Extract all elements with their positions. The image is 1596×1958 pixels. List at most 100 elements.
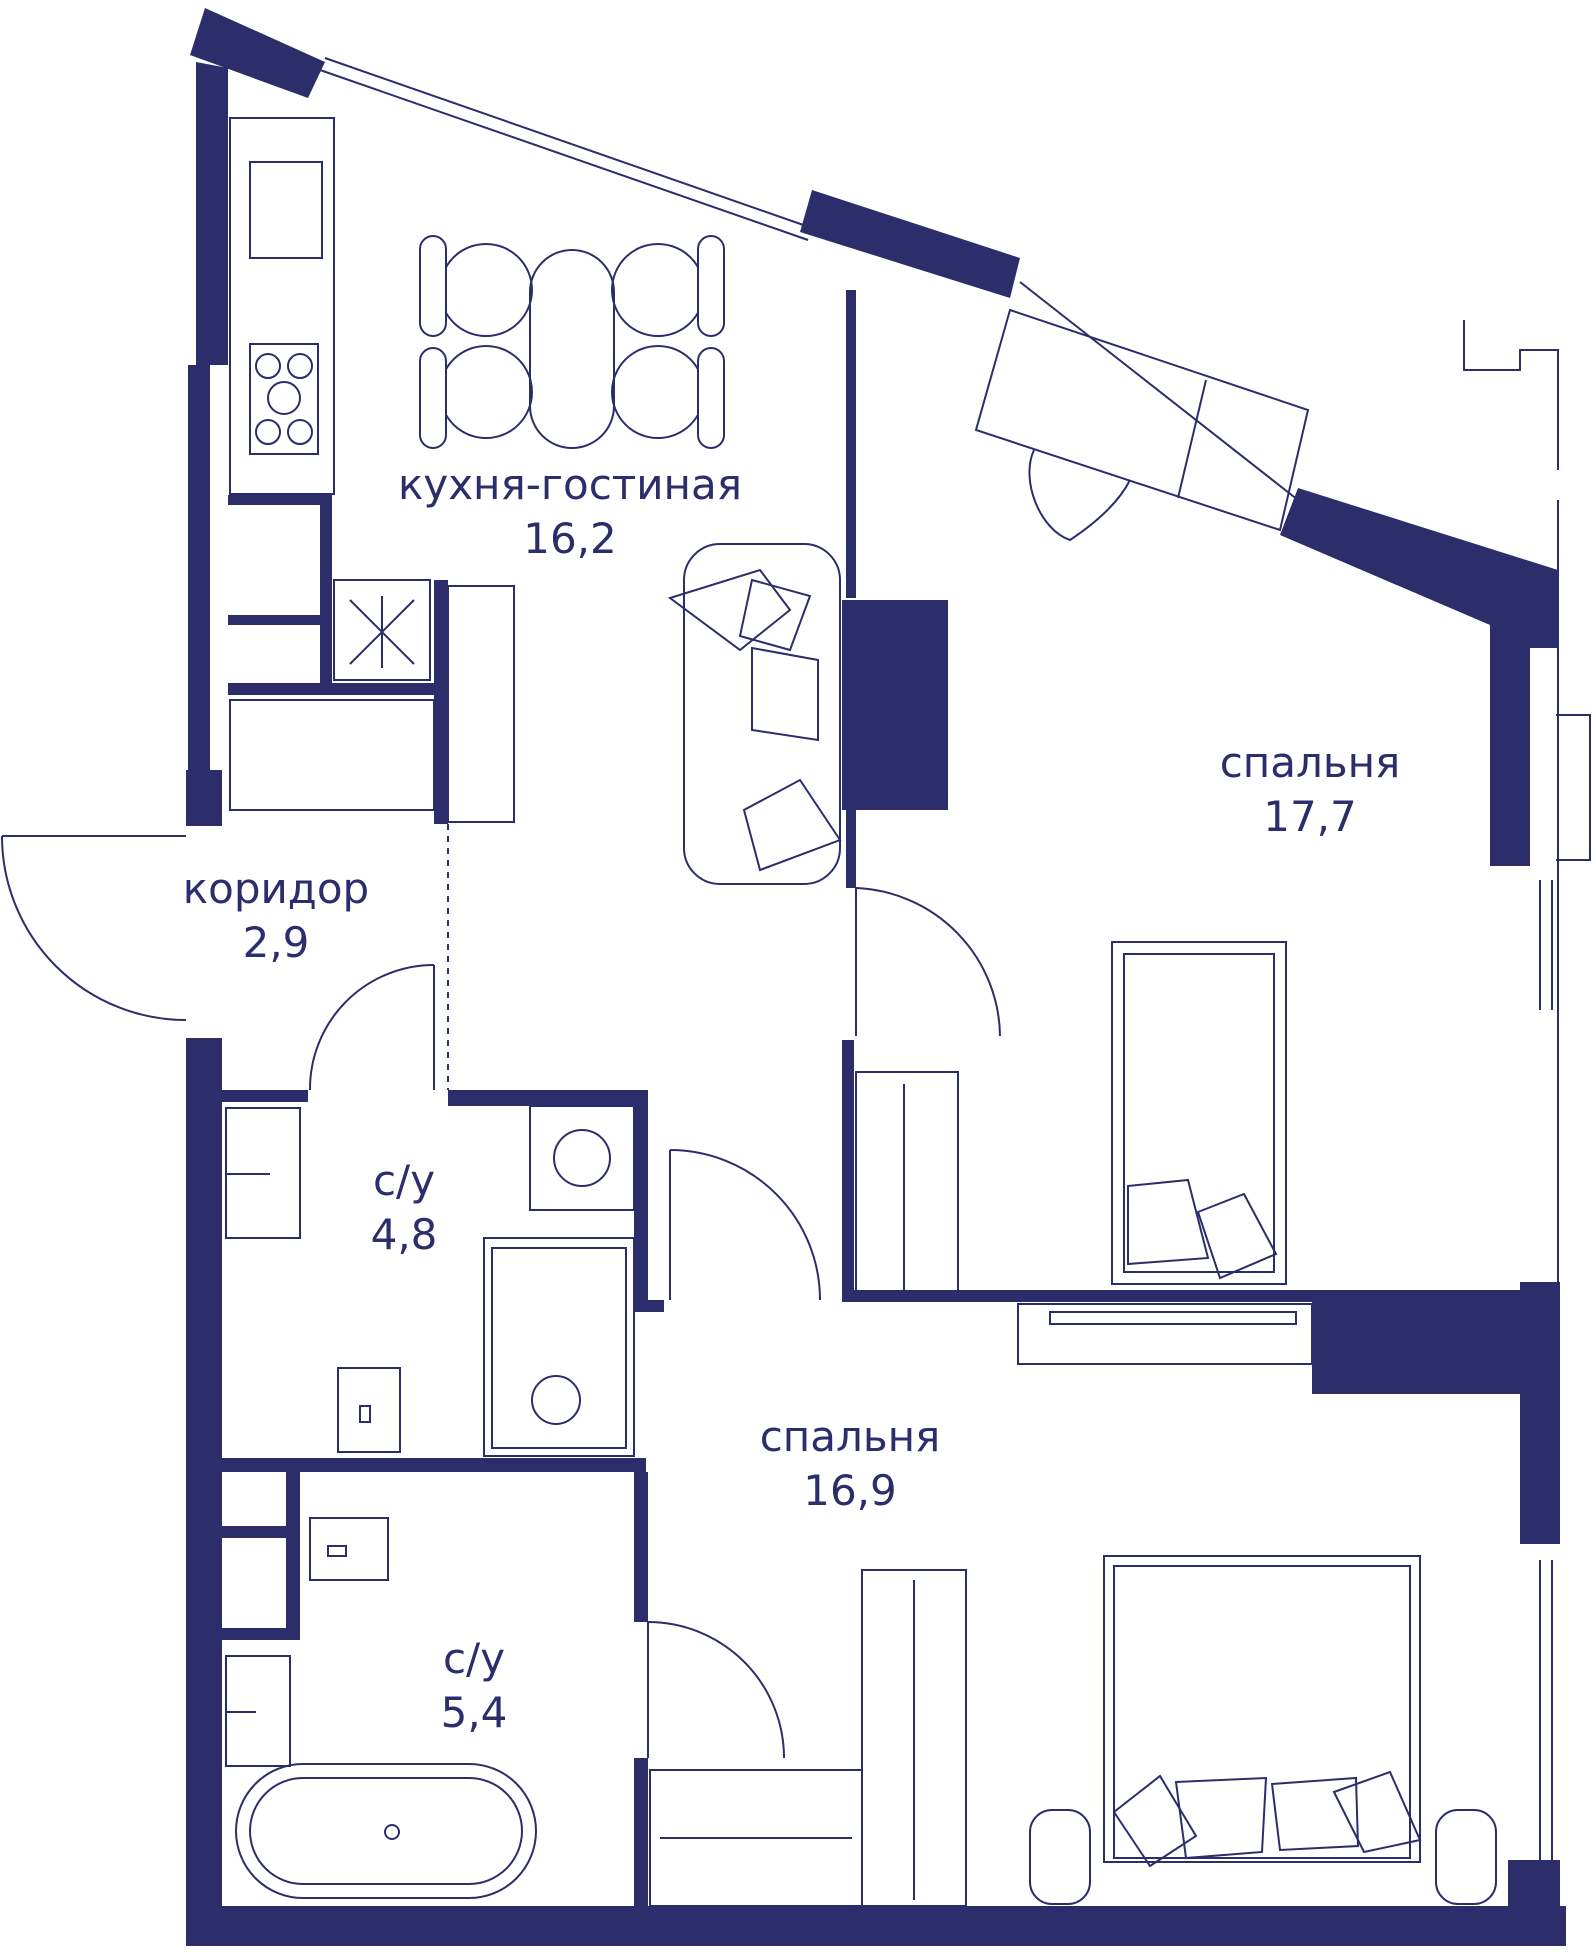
sofa-icon [738,578,812,652]
wall-segment [222,1628,300,1640]
window-icon [1556,714,1591,861]
shower-icon [483,1237,635,1457]
chair-icon [439,345,533,439]
toilet-icon [327,1545,347,1557]
bathroom-2-fixtures [225,1517,537,1899]
room-name: с/у [372,1156,436,1205]
bathtub-icon [384,1824,400,1840]
chair-icon [419,347,447,449]
wall-segment [286,1472,300,1640]
room-name: спальня [759,1412,941,1461]
wall-segment [634,1472,648,1622]
stove-icon [255,419,281,445]
room-label-bathroom-2: с/у 5,4 [441,1632,508,1740]
wall-segment [1508,1860,1560,1920]
room-area: 5,4 [440,1688,508,1737]
bed-icon [1113,1565,1411,1859]
door-swing-icon [308,964,435,1091]
door-swing-icon [669,1149,821,1301]
wardrobe-icon [855,1071,959,1299]
washing-machine-icon [529,1105,635,1211]
wall-segment [634,1090,648,1312]
wall-segment [434,580,448,824]
bathtub-icon [249,1777,523,1885]
wall-segment [320,495,332,683]
stove-icon [287,419,313,445]
bed-icon [1174,1776,1268,1860]
washing-machine-icon [553,1129,611,1187]
wall-segment [846,290,856,598]
wall-segment [228,683,440,695]
wardrobe-icon [861,1569,967,1907]
kitchen-furniture [229,117,842,885]
windows [319,57,1591,1860]
door-swing-icon [1,835,187,1021]
stove-icon [255,353,281,379]
bed-icon [1029,1809,1091,1905]
bed-icon [1111,941,1287,1285]
wardrobe-icon [229,699,435,811]
toilet-icon [337,1367,401,1453]
upper-bedroom-furniture [855,308,1310,1299]
bed-icon [1196,1192,1278,1280]
room-area: 2,9 [242,918,310,967]
wall-segment [222,1458,646,1472]
window-icon [1463,320,1559,470]
room-label-bedroom-lower: спальня 16,9 [760,1410,941,1518]
wall-segment [228,615,330,625]
sofa-icon [667,568,792,652]
desk-icon [1177,379,1207,499]
bed-icon [1270,1776,1360,1852]
door-swing-icon [647,1621,785,1759]
bed-icon [1435,1809,1497,1905]
stove-icon [287,353,313,379]
bathroom-1-fixtures [225,1105,635,1457]
bed-icon [1123,953,1275,1273]
wall-segment [190,8,325,98]
wall-segment [186,770,222,826]
room-name: коридор [182,864,370,913]
wall-segment [1524,648,1530,866]
bed-icon [1103,1555,1421,1863]
stove-icon [267,381,301,415]
toilet-icon [309,1517,389,1581]
window-icon [1019,281,1299,501]
wall-segment [634,1758,648,1908]
wall-segment [222,1526,288,1538]
wardrobe-icon [1017,1303,1313,1365]
room-name: спальня [1219,738,1401,787]
stove-icon [249,343,319,455]
room-label-kitchen: кухня-гостиная 16,2 [398,458,742,566]
wall-segment [228,495,330,505]
room-label-bedroom-upper: спальня 17,7 [1220,736,1401,844]
wall-segment [448,1090,460,1100]
wardrobe-icon [649,1769,863,1907]
room-area: 16,9 [803,1466,897,1515]
kitchen-counter [229,117,335,495]
room-name: с/у [442,1634,506,1683]
shower-icon [491,1247,627,1449]
chair-icon [611,345,705,439]
chair-icon [697,347,725,449]
walls [186,8,1566,1946]
wall-segment [842,1040,854,1302]
wall-segment [646,1300,664,1312]
toilet-icon [359,1405,371,1423]
sink-icon [249,161,323,259]
room-name: кухня-гостиная [397,460,743,509]
door-swing-icon [855,887,1001,1037]
sofa-icon [751,646,819,742]
wall-segment [188,62,228,770]
window-icon [319,69,809,241]
wardrobe-icon [1049,1311,1297,1325]
bed-icon [1112,1774,1198,1868]
wall-segment [842,600,948,810]
chair-icon [611,243,705,337]
wall-segment [448,1090,646,1106]
kitchen-counter [447,585,515,823]
chair-icon [697,235,725,337]
room-area: 16,2 [523,514,617,563]
sofa-icon [683,543,841,885]
chair-icon [439,243,533,337]
